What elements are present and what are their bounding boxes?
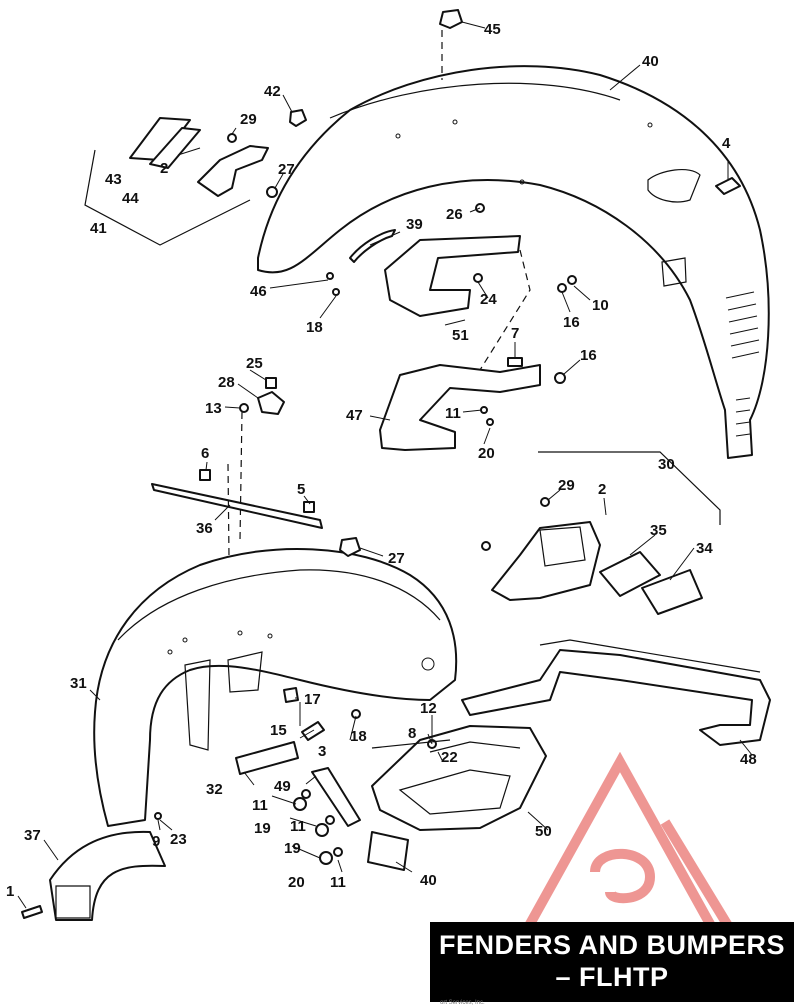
callout-16-mid: 16	[580, 347, 597, 364]
callout-18-front: 18	[350, 728, 367, 745]
bolt-4	[715, 177, 741, 195]
callout-22: 22	[441, 749, 458, 766]
nut-42	[289, 109, 307, 127]
callout-41: 41	[90, 220, 107, 237]
nut-27-front	[339, 537, 361, 557]
reflector-34	[641, 569, 703, 615]
callout-6: 6	[201, 445, 209, 462]
callout-9: 9	[152, 833, 160, 850]
callout-32: 32	[206, 781, 223, 798]
screw-1	[21, 905, 43, 919]
callout-13: 13	[205, 400, 222, 417]
callout-50: 50	[535, 823, 552, 840]
callout-20-bottom: 20	[288, 874, 305, 891]
bracket-32	[235, 741, 299, 775]
lens-35	[599, 551, 661, 597]
callout-48: 48	[740, 751, 757, 768]
callout-40-plate: 40	[420, 872, 437, 889]
luggage-rack-51	[384, 235, 521, 317]
callout-43: 43	[105, 171, 122, 188]
callout-49: 49	[274, 778, 291, 795]
callout-10: 10	[592, 297, 609, 314]
callout-2-lamp: 2	[598, 481, 606, 498]
callout-34: 34	[696, 540, 713, 557]
callout-11-c: 11	[330, 874, 346, 891]
callout-51: 51	[452, 327, 469, 344]
callout-45: 45	[484, 21, 501, 38]
callout-3: 3	[318, 743, 326, 760]
callout-5: 5	[297, 481, 305, 498]
nut-27-top	[266, 186, 278, 198]
callout-42: 42	[264, 83, 281, 100]
callout-47: 47	[346, 407, 363, 424]
title-line-1: FENDERS AND BUMPERS	[438, 930, 786, 960]
callout-44: 44	[122, 190, 139, 207]
callout-28: 28	[218, 374, 235, 391]
callout-20-mid: 20	[478, 445, 495, 462]
callout-7: 7	[511, 325, 519, 342]
callout-29-top: 29	[240, 111, 257, 128]
credit-text: ort Services, Inc.	[440, 1000, 485, 1006]
bumper-50	[371, 725, 547, 831]
callout-23: 23	[170, 831, 187, 848]
callout-15: 15	[270, 722, 287, 739]
callout-19-b: 19	[284, 840, 301, 857]
callout-24: 24	[480, 291, 497, 308]
callout-40-rear: 40	[642, 53, 659, 70]
callout-11-mid: 11	[445, 405, 461, 422]
callout-30: 30	[658, 456, 675, 473]
clip-28	[257, 391, 285, 415]
callout-37: 37	[24, 827, 41, 844]
callout-29-lamp: 29	[558, 477, 575, 494]
strip-39	[349, 229, 396, 263]
callout-35: 35	[650, 522, 667, 539]
nut-17	[283, 687, 299, 703]
callout-39: 39	[406, 216, 423, 233]
tail-lamp-30	[491, 521, 601, 601]
callout-18-top: 18	[306, 319, 323, 336]
callout-2-top: 2	[160, 160, 168, 177]
lens-43	[129, 117, 191, 161]
callout-27-front: 27	[388, 550, 405, 567]
callout-19-a: 19	[254, 820, 271, 837]
title-line-2: – FLHTP	[555, 962, 669, 992]
callout-11-b: 11	[290, 818, 306, 835]
bracket-49	[311, 767, 361, 827]
rear-fender	[257, 65, 770, 459]
plate-40	[367, 831, 409, 871]
rod-36	[151, 483, 323, 529]
callout-11-a: 11	[252, 797, 268, 814]
nut-45	[439, 9, 463, 29]
light-44	[149, 127, 201, 169]
callout-36: 36	[196, 520, 213, 537]
bracket-41	[197, 145, 269, 197]
leader-lines	[17, 21, 753, 909]
front-fender	[93, 548, 458, 827]
callout-26: 26	[446, 206, 463, 223]
bumper-bar-48	[461, 649, 771, 746]
title-block: FENDERS AND BUMPERS – FLHTP	[430, 922, 794, 1002]
mudflap-37	[49, 830, 166, 921]
callout-1: 1	[6, 883, 14, 900]
guard-rail-47	[379, 364, 541, 451]
callout-27-top: 27	[278, 161, 295, 178]
callout-17: 17	[304, 691, 321, 708]
callout-16-top: 16	[563, 314, 580, 331]
callout-12: 12	[420, 700, 437, 717]
callout-8: 8	[408, 725, 416, 742]
callout-46: 46	[250, 283, 267, 300]
callout-31: 31	[70, 675, 87, 692]
callout-4: 4	[722, 135, 731, 152]
callout-25: 25	[246, 355, 263, 372]
bulb-29	[227, 133, 237, 143]
